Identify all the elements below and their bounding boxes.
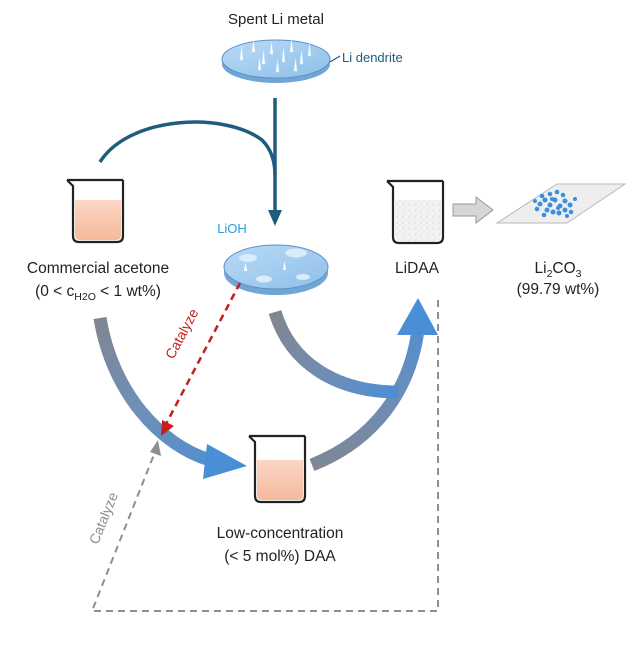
acetone-cond-sub: H2O [74,291,96,303]
red-catalyze-dashed-line [164,282,242,425]
gray-catalyze-label: Catalyze [86,490,121,547]
li-dendrite-label: Li dendrite [342,50,403,65]
lioh-patch [285,248,307,258]
acetone-water-condition: (0 < cH2O < 1 wt%) [35,283,161,303]
li2co3-co: CO [552,260,575,277]
acetone-to-daa-arrow [93,316,213,467]
spent-li-metal-label: Spent Li metal [228,11,324,28]
acetone-to-daa-arrowhead [203,444,247,479]
li2co3-powder [533,189,577,218]
lioh-to-lidaa-arrow [268,309,399,399]
gray-catalyze-dashed-loop [90,300,439,612]
lioh-patch [239,254,257,262]
lioh-patch [296,274,310,280]
gray-catalyze-arrowhead [150,440,161,456]
lioh-disk [223,244,329,295]
dendrite-spikes [239,39,312,73]
acetone-cond-prefix: (0 < c [35,283,74,300]
red-catalyze-arrowhead [161,420,174,436]
daa-beaker [248,434,307,504]
acetone-cond-suffix: < 1 wt%) [96,283,161,300]
to-lidaa-arrowhead [397,298,438,335]
commercial-acetone-label: Commercial acetone [27,260,169,277]
daa-concentration-label: (< 5 mol%) DAA [224,548,336,565]
li2co3-sample [495,183,627,224]
spent-li-disk [221,39,331,83]
li2co3-label: Li2CO3 [534,260,581,280]
li2co3-sub-2: 2 [547,268,553,280]
to-li2co3-arrow [452,195,494,225]
li2co3-li: Li [534,260,546,277]
dendrite-leader-line [329,55,341,63]
li2co3-sub-3: 3 [576,268,582,280]
acetone-beaker [66,178,125,244]
lidaa-label: LiDAA [395,260,440,277]
li2co3-purity: (99.79 wt%) [517,281,600,298]
red-catalyze-label: Catalyze [162,306,202,362]
li-to-lioh-arrowhead [268,210,282,226]
lioh-label: LiOH [217,221,247,236]
low-concentration-label: Low-concentration [217,525,344,542]
daa-to-lidaa-arrow [309,329,425,472]
lidaa-beaker [386,179,445,245]
acetone-to-lioh-arrow [98,120,277,176]
lioh-patch [256,275,272,283]
